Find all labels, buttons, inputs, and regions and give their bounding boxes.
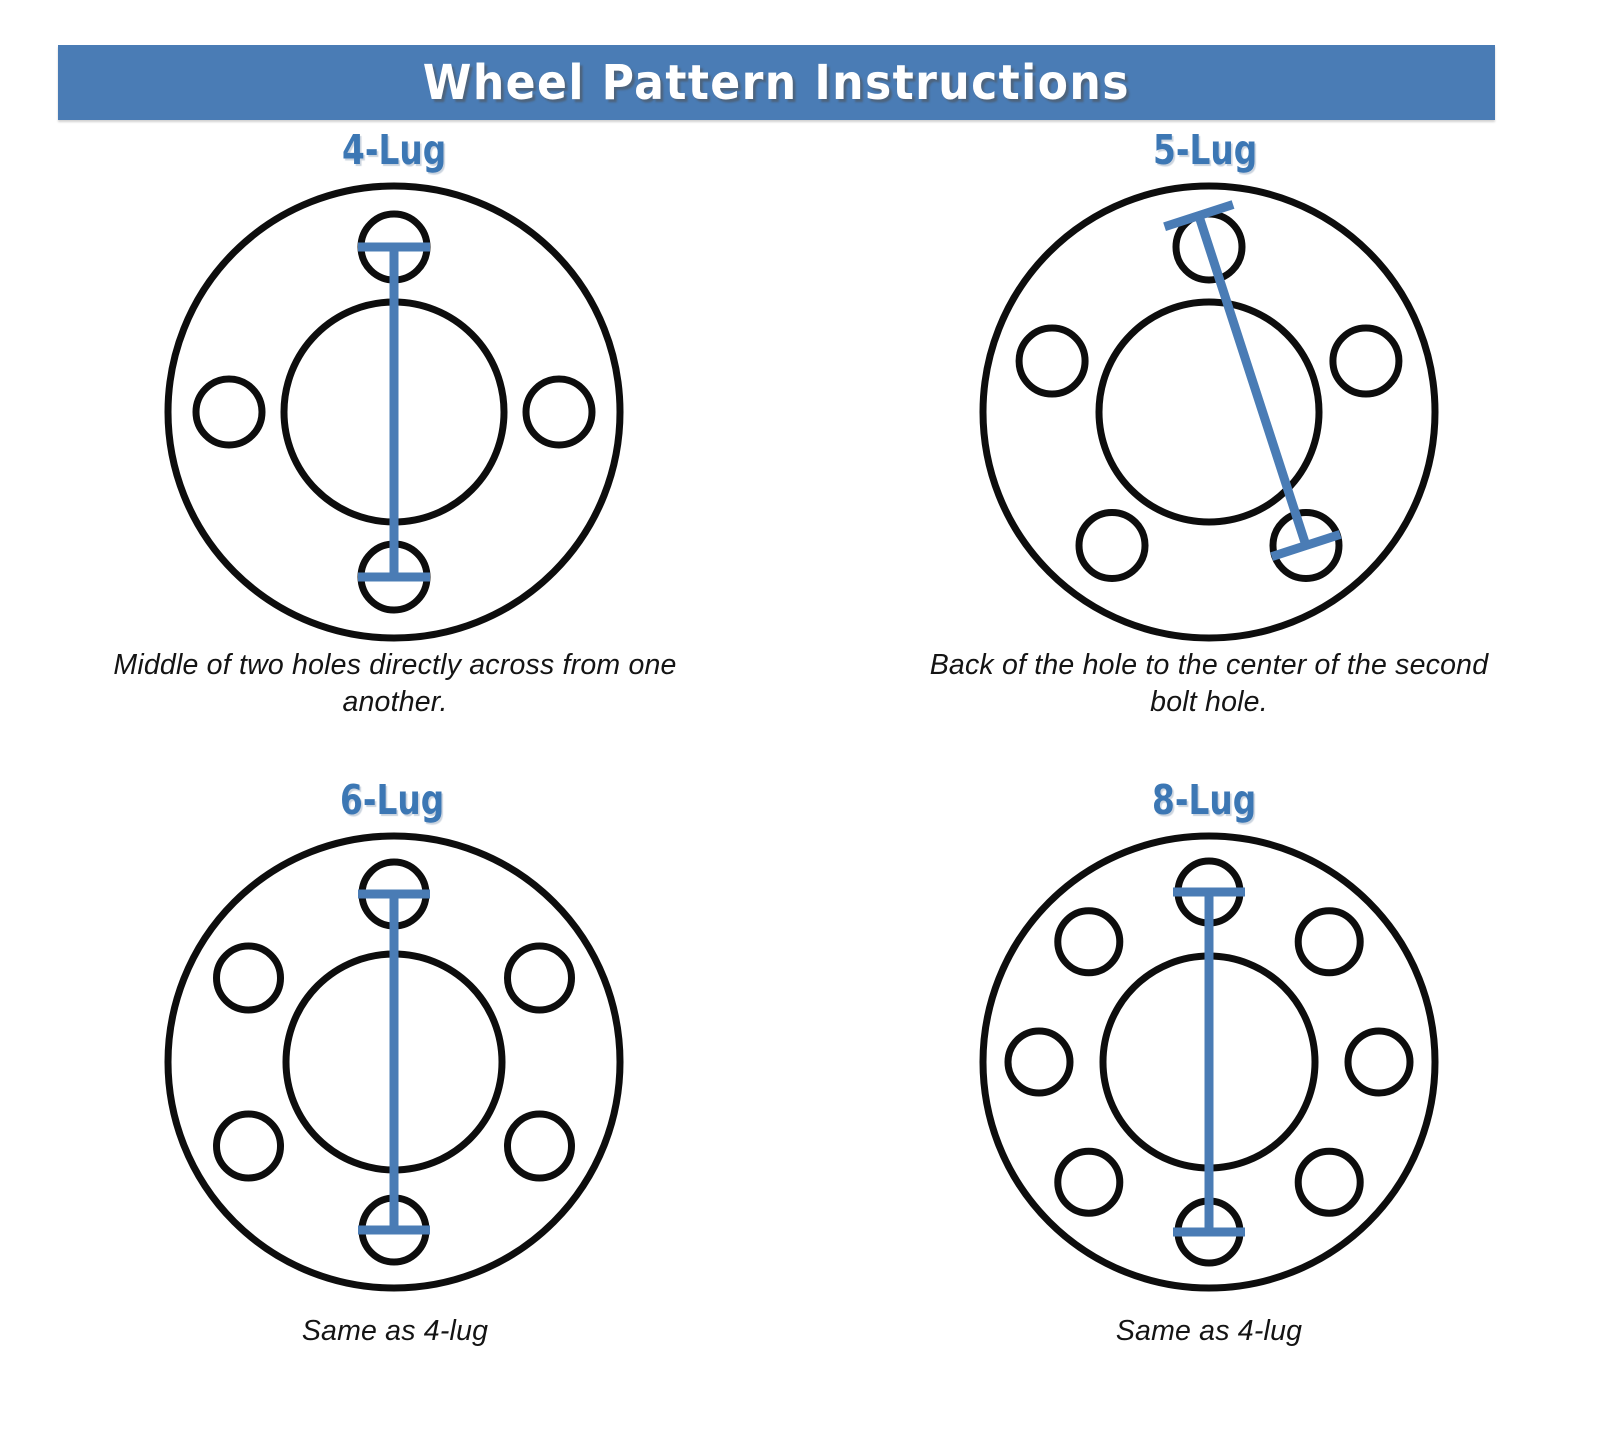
bolt-hole-2 [1269,508,1343,582]
bolt-hole-5 [213,942,285,1014]
bolt-hole-1 [503,942,575,1014]
bolt-hole-3 [1294,1147,1364,1217]
wheel-panel-four-lug: 4-Lug Middle of two holes directly acros… [0,130,800,780]
wheel-panel-five-lug: 5-Lug Back of the hole to the center of … [800,130,1600,780]
bolt-hole-6 [1004,1027,1074,1097]
caption-eight-lug: Same as 4-lug [1115,1315,1303,1347]
page-title: Wheel Pattern Instructions [422,54,1131,111]
wheel-svg-five-lug [979,182,1439,642]
lug-title-eight-lug: 8-Lug [1151,776,1257,824]
wheel-diagram-five-lug [974,180,1444,642]
wheel-diagram-four-lug [159,180,629,642]
measurement-line [1194,214,1311,547]
lug-title-six-lug: 6-Lug [339,776,445,824]
measurement-indicator [1173,887,1245,1237]
wheel-svg-eight-lug [979,832,1439,1292]
wheel-diagram-six-lug [159,830,629,1292]
lug-title-five-lug: 5-Lug [1152,126,1258,174]
measurement-indicator [358,889,430,1235]
measurement-indicator [358,242,430,582]
bolt-hole-7 [1054,907,1124,977]
outer-rim-circle [164,182,624,642]
bolt-hole-5 [1054,1147,1124,1217]
hub-bore-circle [1095,298,1323,526]
bolt-hole-1 [1329,324,1403,398]
wheel-panel-eight-lug: 8-Lug Same as 4-lug [800,780,1600,1430]
caption-six-lug: Same as 4-lug [301,1315,489,1347]
bolt-hole-2 [1344,1027,1414,1097]
lug-title-four-lug: 4-Lug [341,126,447,174]
bolt-hole-3 [192,375,266,449]
outer-rim-circle [979,832,1439,1292]
wheel-diagram-grid: 4-Lug Middle of two holes directly acros… [0,130,1600,1430]
bolt-hole-1 [522,375,596,449]
caption-five-lug: Back of the hole to the center of the se… [929,649,1489,719]
measurement-cap-start [1163,200,1235,232]
bolt-hole-2 [503,1110,575,1182]
wheel-panel-six-lug: 6-Lug Same as 4-lug [0,780,800,1430]
wheel-svg-four-lug [164,182,624,642]
caption-four-lug: Middle of two holes directly across from… [113,649,677,719]
bolt-hole-4 [1015,324,1089,398]
measurement-cap-end [1270,530,1342,561]
bolt-hole-3 [1075,508,1149,582]
outer-rim-circle [979,182,1439,642]
wheel-svg-six-lug [164,832,624,1292]
bolt-hole-1 [1294,907,1364,977]
bolt-hole-4 [213,1110,285,1182]
wheel-diagram-eight-lug [974,830,1444,1292]
page-header-banner: Wheel Pattern Instructions [58,45,1495,120]
outer-rim-circle [164,832,624,1292]
measurement-indicator [1163,200,1342,561]
